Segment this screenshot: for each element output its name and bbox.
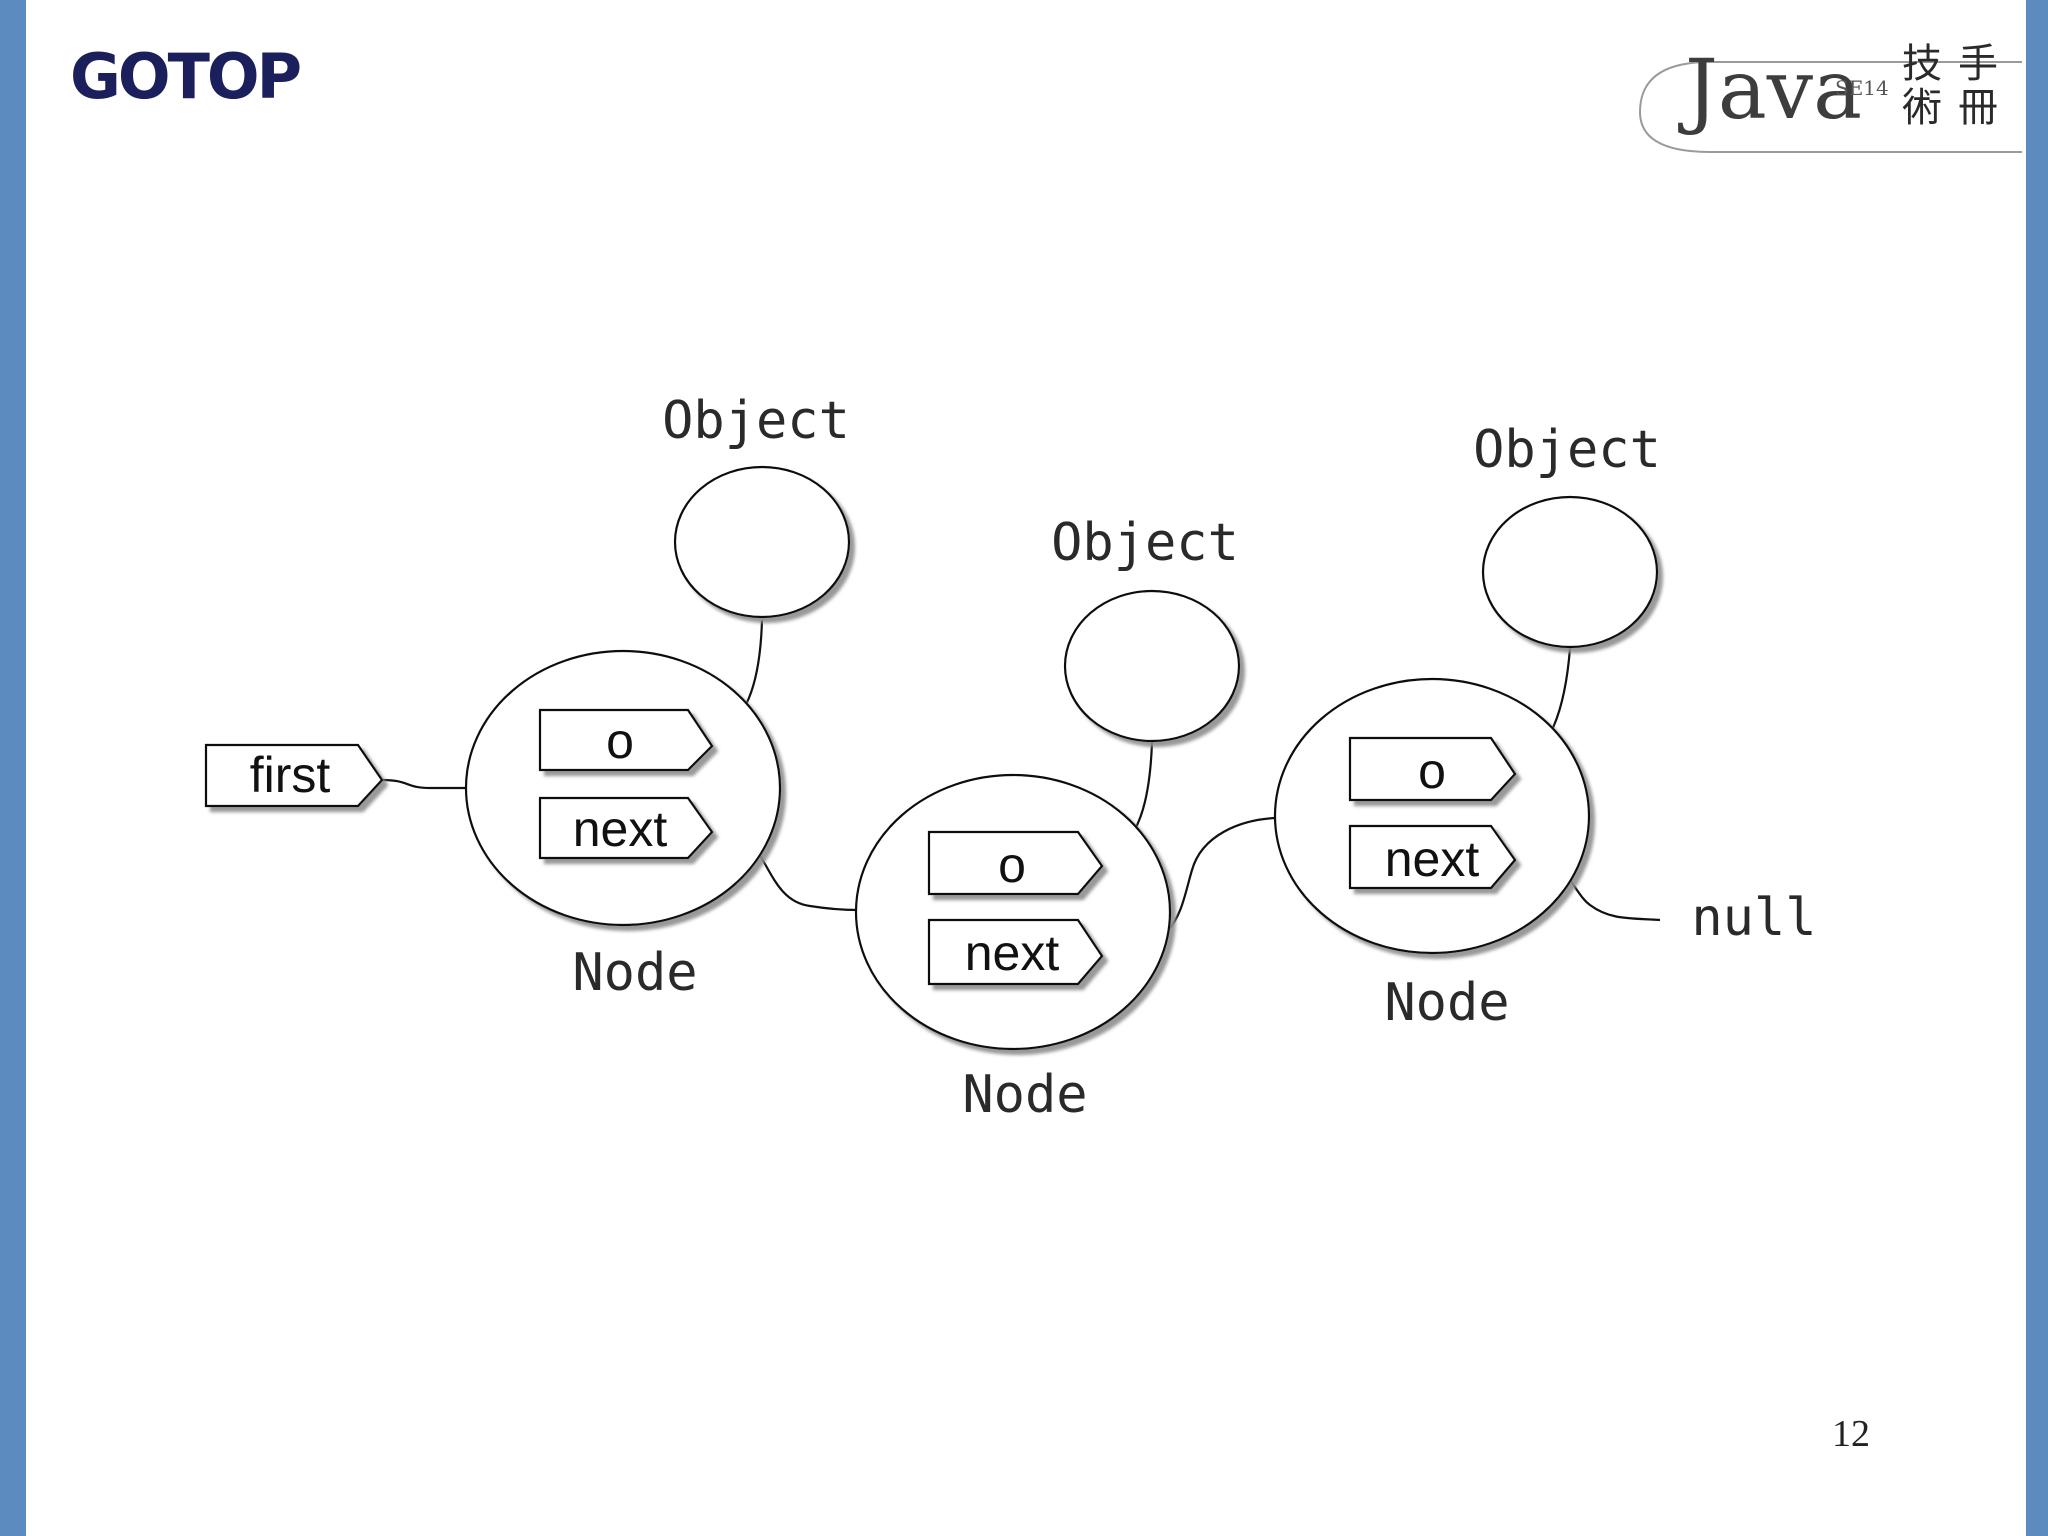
java-cjk-top: 技術	[1902, 41, 1942, 131]
node1-o-label: o	[606, 713, 634, 769]
java-cjk-bottom: 手冊	[1958, 41, 1998, 131]
node3-next-label: next	[1385, 831, 1480, 887]
node2-o-tag	[927, 830, 1104, 896]
node-circle-1	[464, 649, 782, 927]
node-circle-3	[1273, 677, 1591, 955]
node-label-1: Node	[572, 943, 697, 1003]
node1-next-tag	[538, 796, 714, 860]
node-circle-2	[854, 773, 1172, 1051]
page-number: 12	[1832, 1413, 1870, 1455]
node3-next-tag	[1348, 824, 1517, 890]
java-book-logo: Java SE14 技術 手冊	[1630, 40, 2030, 180]
java-word: Java	[1685, 43, 1862, 138]
object-label-2: Object	[1051, 513, 1239, 573]
object-label-3: Object	[1473, 420, 1661, 480]
first-to-node1-connector	[381, 778, 465, 790]
node-label-3: Node	[1384, 973, 1509, 1033]
java-edition: SE14	[1835, 76, 1889, 100]
first-label: first	[250, 747, 331, 803]
node2-o-label: o	[998, 837, 1026, 893]
node1-next-label: next	[573, 801, 668, 857]
left-accent-bar	[0, 0, 26, 1536]
node2-next-label: next	[965, 925, 1060, 981]
node3-o-tag	[1348, 736, 1517, 802]
object-circle-2	[1063, 589, 1241, 743]
node3-o-label: o	[1418, 743, 1446, 799]
right-accent-bar	[2026, 0, 2048, 1536]
node1-o-tag	[538, 708, 714, 772]
java-logo-frame	[1638, 61, 2022, 153]
first-pointer-tag	[204, 743, 384, 808]
node-label-2: Node	[962, 1065, 1087, 1125]
gotop-logo: GOTOP	[70, 40, 302, 113]
null-label: null	[1691, 888, 1816, 948]
object-circle-1	[673, 465, 851, 619]
field-tags	[204, 708, 1517, 986]
object-circle-3	[1481, 495, 1659, 649]
node2-next-tag	[927, 918, 1104, 986]
object-label-1: Object	[662, 391, 850, 451]
